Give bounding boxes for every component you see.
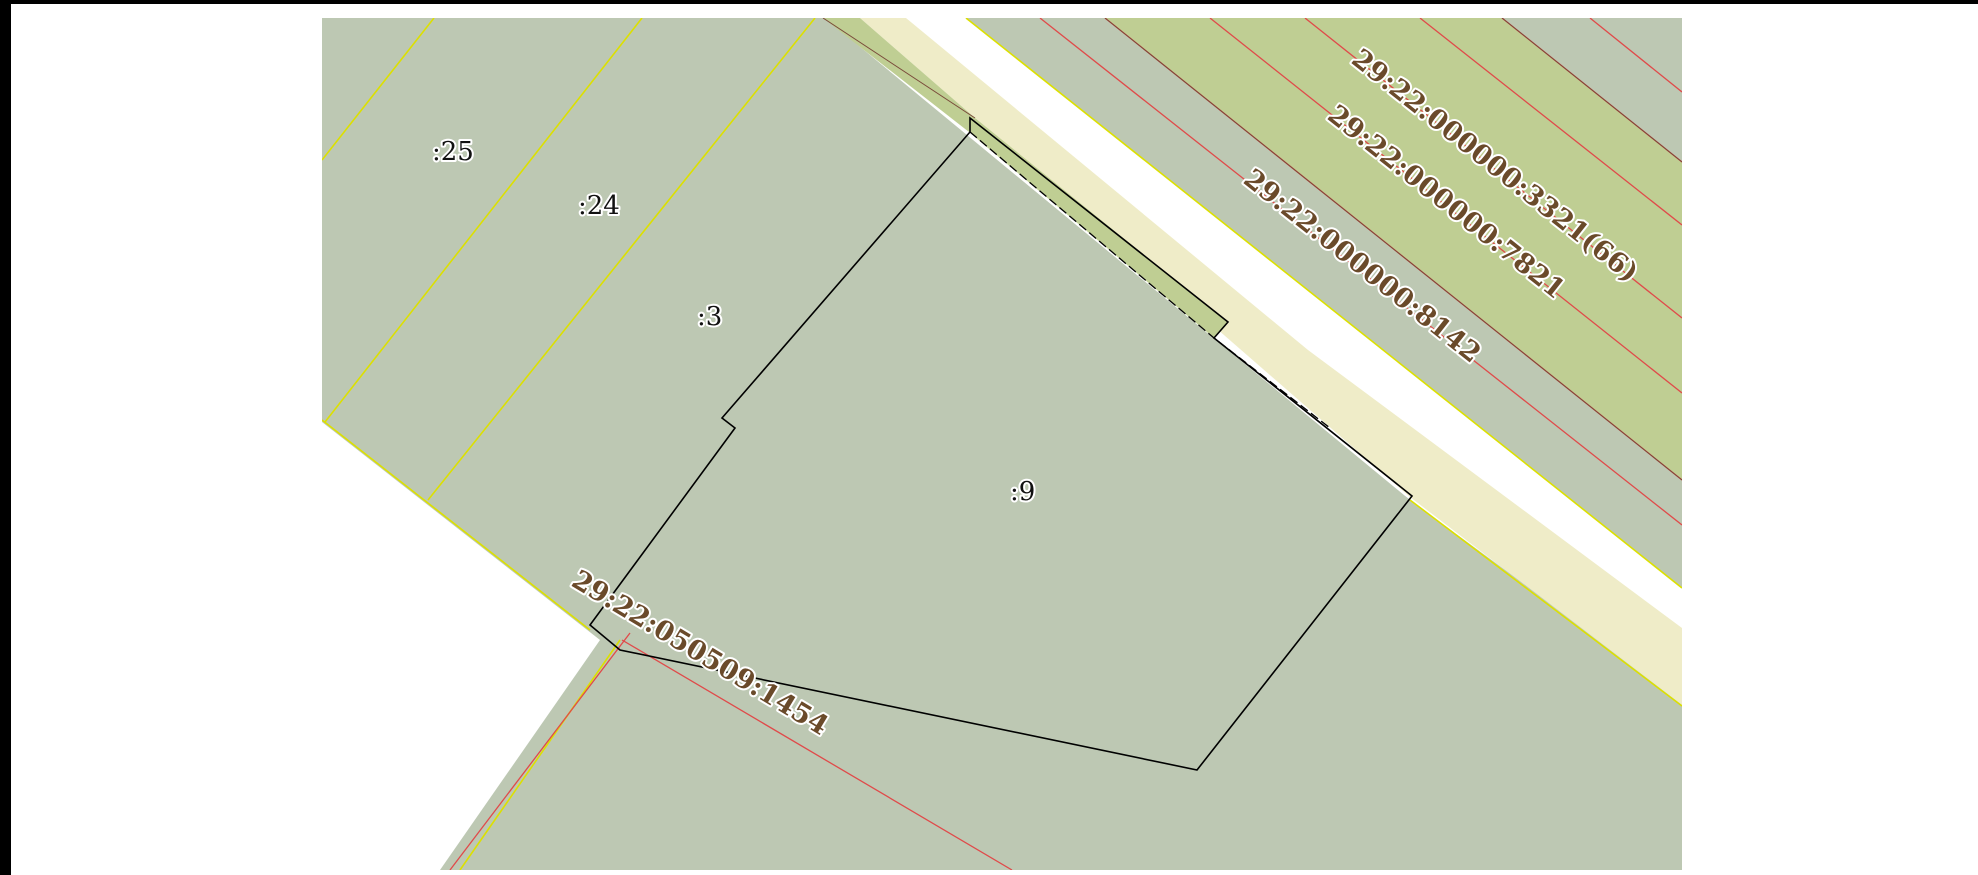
road-zone [860, 18, 1682, 705]
parcel-label-25: :25 [432, 137, 474, 167]
parcel-label-3: :3 [697, 302, 722, 332]
parcel-block-south[interactable] [322, 496, 1682, 870]
road-area-southwest [322, 422, 600, 870]
parcel-9-outline[interactable] [588, 116, 1414, 771]
yellow-boundaries [322, 18, 1682, 870]
parcel-9-inner-edge [969, 131, 1331, 429]
road [906, 18, 1682, 628]
parcel-label-24: :24 [578, 191, 620, 221]
parcel-label-9: :9 [1010, 477, 1035, 507]
dark-boundaries [822, 18, 1682, 481]
